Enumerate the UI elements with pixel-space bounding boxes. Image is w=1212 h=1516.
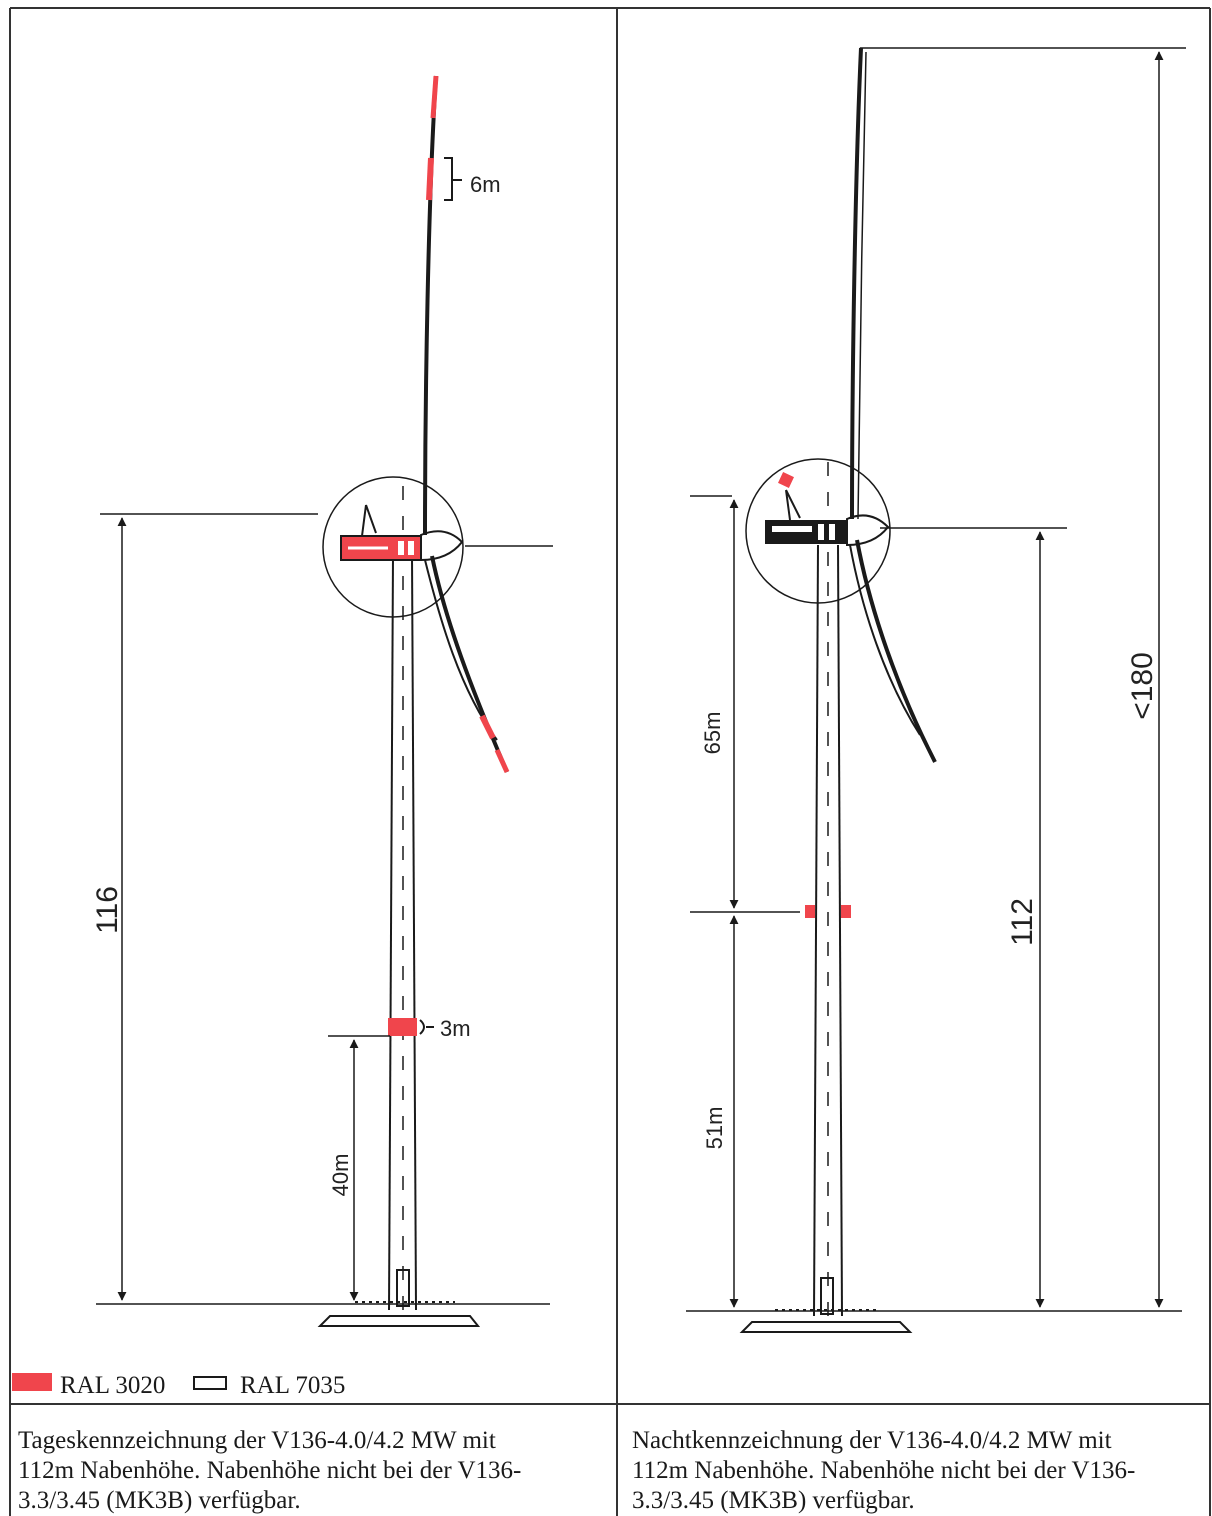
caption-night-line-1: Nachtkennzeichnung der V136-4.0/4.2 MW m… xyxy=(632,1427,1112,1454)
night-dimensions xyxy=(686,47,1186,1312)
legend-swatch-red xyxy=(12,1373,52,1391)
legend-label-ral-3020: RAL 3020 xyxy=(60,1372,166,1399)
day-total-height-label: 116 xyxy=(91,886,124,934)
day-tower xyxy=(388,478,417,1311)
day-tower-band xyxy=(388,1018,417,1036)
day-blade-down xyxy=(430,555,509,773)
day-hub-circle xyxy=(322,476,464,618)
day-foundation xyxy=(317,1315,481,1327)
day-ring-height-label: 40m xyxy=(328,1154,353,1197)
night-foundation xyxy=(739,1321,913,1333)
day-blade-up xyxy=(423,75,438,536)
caption-day-line-1: Tageskennzeichnung der V136-4.0/4.2 MW m… xyxy=(18,1427,496,1454)
night-tower xyxy=(813,462,843,1317)
night-upper-segment-label: 65m xyxy=(700,712,725,755)
caption-day-line-2: 112m Nabenhöhe. Nabenhöhe nicht bei der … xyxy=(18,1457,522,1484)
night-blade-down xyxy=(855,539,937,763)
legend-label-ral-7035: RAL 7035 xyxy=(240,1372,346,1399)
night-beacon-light xyxy=(778,472,794,488)
day-tower-band-label: 3m xyxy=(440,1016,471,1041)
night-tower-light-right xyxy=(841,905,851,918)
day-spinner xyxy=(420,530,464,562)
night-total-height-label: <180 xyxy=(1126,652,1159,720)
night-lower-segment-label: 51m xyxy=(702,1107,727,1150)
legend-swatch-outline xyxy=(193,1376,227,1390)
night-spinner xyxy=(846,514,890,547)
day-dimensions xyxy=(96,513,553,1305)
table-frame xyxy=(9,7,1211,1516)
day-blade-band-label: 6m xyxy=(470,172,501,197)
caption-day-marking: Tageskennzeichnung der V136-4.0/4.2 MW m… xyxy=(18,1426,521,1516)
night-tower-light-left xyxy=(805,905,815,918)
night-blade-up xyxy=(850,47,863,520)
caption-night-line-3: 3.3/3.45 (MK3B) verfügbar. xyxy=(632,1487,915,1514)
night-hub-circle xyxy=(745,458,891,604)
night-hub-height-label: 112 xyxy=(1006,898,1039,946)
caption-night-marking: Nachtkennzeichnung der V136-4.0/4.2 MW m… xyxy=(632,1426,1135,1516)
caption-night-line-2: 112m Nabenhöhe. Nabenhöhe nicht bei der … xyxy=(632,1457,1136,1484)
day-marking-turbine: 6m 3m xyxy=(317,75,510,1327)
caption-day-line-3: 3.3/3.45 (MK3B) verfügbar. xyxy=(18,1487,301,1514)
night-marking-turbine xyxy=(739,47,937,1333)
